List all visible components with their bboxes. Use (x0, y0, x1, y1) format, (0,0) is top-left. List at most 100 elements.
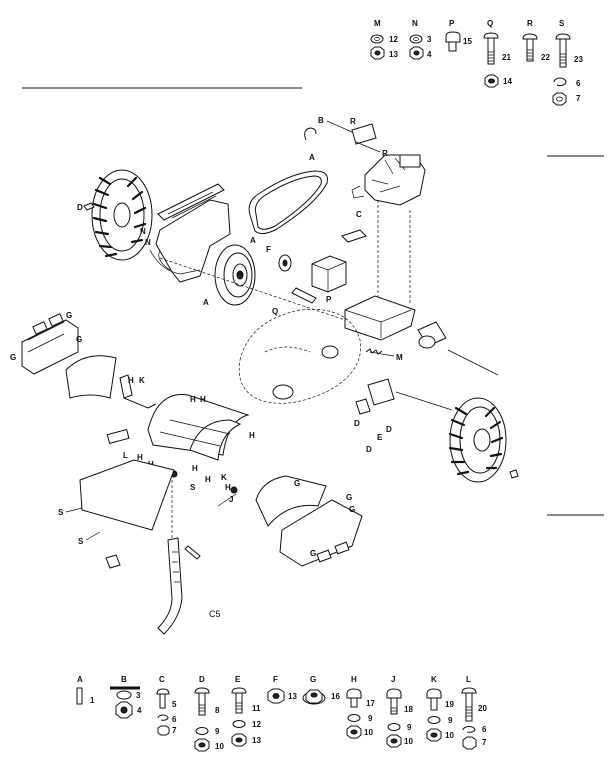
cable-clip (304, 127, 317, 141)
legend-number: 15 (463, 37, 472, 46)
legend-number: 6 (576, 79, 581, 88)
stake-pin (184, 545, 201, 560)
side-shield-right (255, 475, 363, 567)
callout-r: R (350, 117, 356, 126)
small-label-plate (106, 428, 130, 445)
legend-number: 10 (404, 737, 413, 746)
housing-block (311, 255, 347, 293)
callout-r: R (382, 149, 388, 158)
callout-f: F (266, 245, 271, 254)
callout-h: H (192, 464, 198, 473)
legend-letter-j: J (391, 675, 395, 684)
callout-k: K (139, 376, 145, 385)
carriage-bolt-icon (194, 687, 210, 694)
clip-bracket (341, 229, 367, 243)
callout-h: H (200, 395, 206, 404)
side-shield-flap (65, 355, 117, 399)
callout-n: N (140, 227, 146, 236)
legend-number: 23 (574, 55, 583, 64)
legend-letter-k: K (431, 675, 437, 684)
shoulder-bolt-icon (346, 688, 362, 699)
shoulder-bolt-icon (426, 688, 442, 699)
callout-h: H (205, 475, 211, 484)
legend-number: 12 (252, 720, 261, 729)
transmission-housing (238, 309, 361, 404)
pulley (214, 244, 256, 306)
legend-number: 4 (427, 50, 432, 59)
carriage-bolt-icon (483, 32, 499, 39)
legend-number: 1 (90, 696, 95, 705)
carriage-bolt-icon (461, 687, 477, 694)
hardware-legend-top: M 12 13 N 3 4 P 15 Q 21 14 R 22 (370, 19, 583, 106)
carriage-bolt-icon (156, 688, 170, 695)
legend-number: 13 (389, 50, 398, 59)
tire-right (448, 397, 507, 483)
legend-number: 9 (215, 727, 220, 736)
callout-s: S (190, 483, 196, 492)
legend-number: 13 (288, 692, 297, 701)
callout-g: G (346, 493, 352, 502)
callout-h: H (137, 453, 143, 462)
frame-plate (344, 295, 416, 341)
hex-nut-icon (157, 725, 170, 736)
legend-number: 17 (366, 699, 375, 708)
callout-q: Q (272, 307, 278, 316)
hardware-legend-bottom: A 1 B 3 4 C 5 6 7 D 8 9 10 E 1 (76, 675, 487, 752)
legend-letter-d: D (199, 675, 205, 684)
legend-letter-e: E (235, 675, 241, 684)
legend-number: 9 (368, 714, 373, 723)
legend-letter-p: P (449, 19, 455, 28)
legend-letter-h: H (351, 675, 357, 684)
clip-fastener (105, 554, 121, 569)
callout-d: D (366, 445, 372, 454)
engine (351, 154, 426, 206)
legend-number: 7 (482, 738, 487, 747)
diagram-code: C5 (209, 609, 221, 619)
axle-bracket (355, 398, 371, 415)
legend-number: 6 (172, 715, 177, 724)
legend-number: 13 (252, 736, 261, 745)
legend-letter-m: M (374, 19, 381, 28)
v-belt (248, 170, 328, 235)
hex-nut-icon (462, 736, 477, 750)
callout-a: A (309, 153, 315, 162)
axle-bolt-right (509, 469, 519, 479)
tine-hood (147, 393, 250, 461)
tire-left (91, 169, 153, 261)
legend-number: 7 (576, 94, 581, 103)
callout-k: K (221, 473, 227, 482)
deflector-plate (79, 459, 175, 531)
belt-guard-bracket (155, 199, 231, 283)
carriage-bolt-icon (522, 33, 538, 40)
legend-letter-f: F (273, 675, 278, 684)
legend-letter-g: G (310, 675, 316, 684)
callout-d: D (386, 425, 392, 434)
callout-m: M (396, 353, 403, 362)
legend-number: 8 (215, 706, 220, 715)
legend-number: 9 (448, 716, 453, 725)
decal-strip (157, 183, 225, 221)
callout-h: H (225, 483, 231, 492)
legend-number: 22 (541, 53, 550, 62)
callout-g: G (310, 549, 316, 558)
callout-g: G (10, 353, 16, 362)
callout-j: J (229, 495, 233, 504)
callout-d: D (354, 419, 360, 428)
legend-number: 16 (331, 692, 340, 701)
legend-letter-q: Q (487, 19, 493, 28)
callout-h: H (128, 376, 134, 385)
callout-g: G (66, 311, 72, 320)
callout-e: E (377, 433, 383, 442)
legend-letter-c: C (159, 675, 165, 684)
callout-g: G (349, 505, 355, 514)
hex-nut-icon (552, 92, 567, 106)
legend-number: 14 (503, 77, 512, 86)
side-shield-left (21, 313, 79, 375)
legend-number: 18 (404, 705, 413, 714)
axle-bolt-left (83, 202, 95, 211)
lock-washer-icon (116, 690, 132, 700)
callout-g: G (76, 335, 82, 344)
callout-d: D (77, 203, 83, 212)
legend-letter-r: R (527, 19, 533, 28)
callout-s: S (78, 537, 84, 546)
